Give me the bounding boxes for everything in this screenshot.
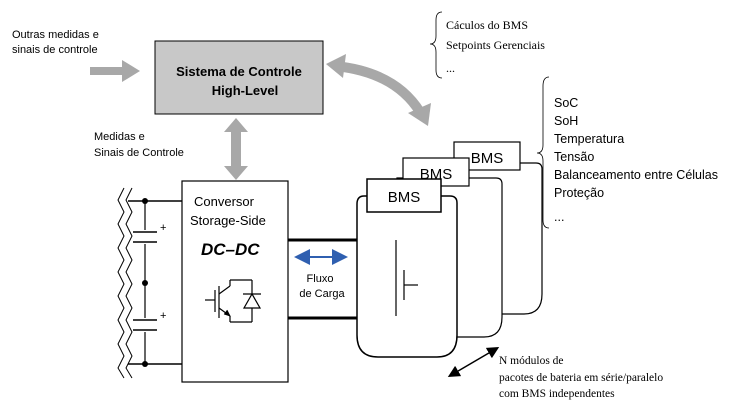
- bus-node-middle: [142, 280, 148, 286]
- control-system-box: [154, 40, 324, 115]
- input-arrow: [90, 60, 140, 82]
- control-system-title-line2: High-Level: [212, 83, 278, 98]
- bms-functions-brace: [536, 76, 550, 229]
- flow-label-line1: Fluxo: [307, 273, 334, 285]
- bms-function-item-1: SoC: [554, 96, 578, 110]
- control-bms-curved-arrow: [334, 61, 425, 115]
- other-measures-label-line2: sinais de controle: [12, 44, 98, 56]
- modules-note-line3: com BMS independentes: [499, 388, 615, 400]
- modules-note-line1: N módulos de: [499, 355, 564, 367]
- control-bms-arrowhead-left: [326, 54, 346, 78]
- bus-edge-right: [125, 187, 133, 379]
- measures-label-line1: Medidas e: [94, 131, 145, 143]
- converter-type-label: DC–DC: [201, 240, 260, 259]
- other-measures-label-line1: Outras medidas e: [12, 29, 99, 41]
- capacitor-upper: +: [133, 222, 166, 244]
- flow-label-line2: de Carga: [299, 288, 345, 300]
- modules-note-line2: pacotes de bateria em série/paralelo: [499, 372, 663, 384]
- bus-node-top: [142, 198, 148, 204]
- control-converter-double-arrow: [224, 118, 248, 180]
- control-system-title-line1: Sistema de Controle: [176, 64, 302, 79]
- svg-text:+: +: [160, 222, 166, 234]
- converter-label-line1: Conversor: [194, 194, 255, 209]
- bms-tag-3-label: BMS: [471, 150, 504, 167]
- bms-tag-1-box: [366, 178, 442, 213]
- converter-box: [181, 180, 289, 383]
- control-bms-arrowhead-right: [408, 103, 431, 126]
- bus-node-bottom: [142, 361, 148, 367]
- bms-function-item-7: ...: [554, 210, 564, 224]
- bms-function-item-6: Proteção: [554, 186, 604, 200]
- bms-function-item-2: SoH: [554, 114, 578, 128]
- bms-calc-item-1: Cáculos do BMS: [446, 18, 528, 32]
- bus-edge-left: [117, 187, 125, 379]
- bms-function-item-5: Balanceamento entre Células: [554, 168, 718, 182]
- diode-symbol: [242, 292, 262, 309]
- bms-function-item-4: Tensão: [554, 150, 594, 164]
- bms-tag-1-label: BMS: [388, 189, 421, 206]
- battery-pack-1: [356, 195, 458, 358]
- battery-cell-symbol: [395, 240, 418, 316]
- capacitor-lower: +: [133, 310, 166, 332]
- bms-calc-item-2: Setpoints Gerenciais: [446, 38, 545, 52]
- bms-calcs-brace: [429, 11, 443, 79]
- modules-double-arrow: [447, 346, 500, 378]
- bms-calc-item-3: ...: [446, 61, 455, 75]
- svg-text:+: +: [160, 310, 166, 322]
- measures-label-line2: Sinais de Controle: [94, 147, 184, 159]
- bms-function-item-3: Temperatura: [554, 132, 624, 146]
- converter-label-line2: Storage-Side: [190, 213, 266, 228]
